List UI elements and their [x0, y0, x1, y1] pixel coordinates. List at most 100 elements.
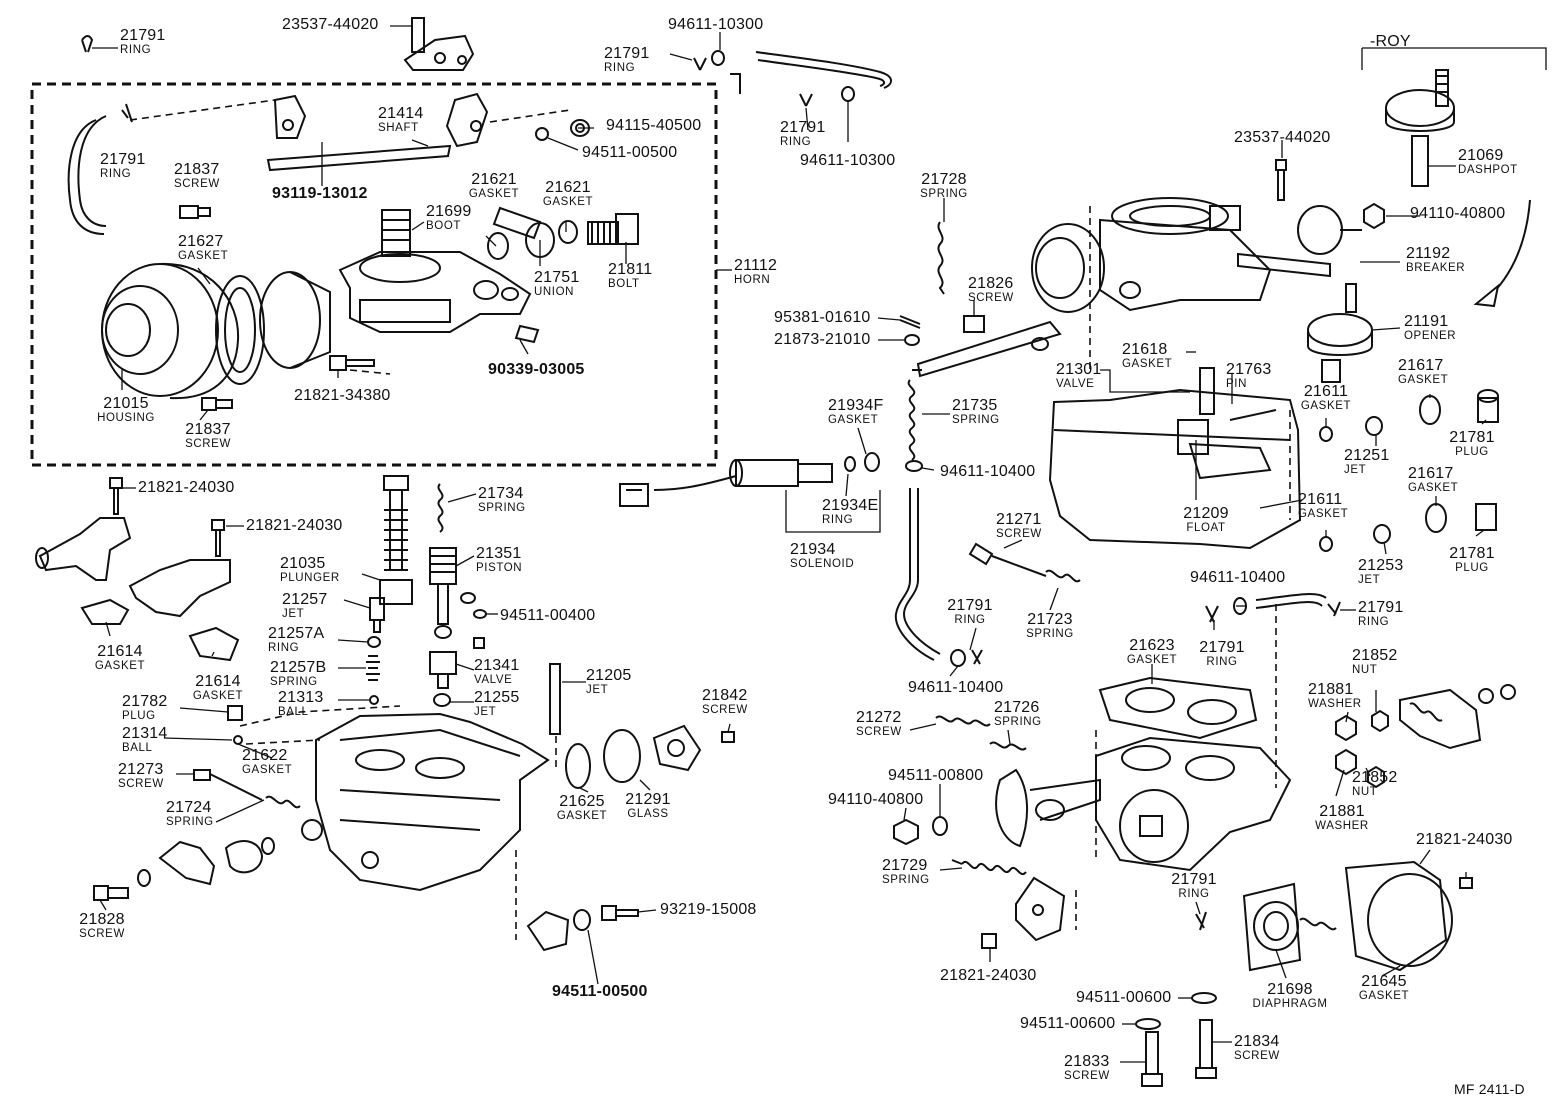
- label-94611-10300-mid: 94611-10300: [800, 152, 896, 169]
- opener-21191: [1307, 283, 1373, 383]
- solenoid-bracket: [785, 490, 881, 533]
- levers-21614: [35, 477, 240, 662]
- bracket-lower-center: [981, 876, 1066, 949]
- label-94611-10400-a: 94611-10400: [940, 463, 1036, 480]
- sight-glass-21291: [565, 724, 735, 789]
- linkage-21726: [935, 715, 1101, 848]
- label-94110-40800-top: 94110-40800: [1410, 205, 1506, 222]
- pin-90339: [514, 324, 540, 344]
- plug-21782: [227, 705, 243, 745]
- label-23537-44020-top: 23537-44020: [282, 16, 379, 33]
- arrow-roy: [1473, 199, 1531, 308]
- roy-bracket: [1361, 47, 1547, 70]
- bracket-23537-top: [403, 17, 475, 71]
- label-94511-00800: 94511-00800: [888, 767, 984, 784]
- ring-21791-top-left: [81, 35, 94, 53]
- label-90339-03005: 90339-03005: [488, 361, 585, 378]
- union-21751-and-bolt: [487, 206, 639, 260]
- dash-link-4: [239, 705, 401, 727]
- carb-upper-body: [1031, 197, 1272, 313]
- label-94511-00500-bottom: 94511-00500: [552, 983, 648, 1000]
- screw-21821-34380: [329, 355, 375, 371]
- gasket-21623: [1098, 676, 1258, 740]
- diaphragm-21698-gasket-21645: [1242, 860, 1453, 972]
- bracket-21828: [93, 837, 275, 901]
- fitting-94511-00500: [526, 905, 639, 952]
- label-94611-10400-b: 94611-10400: [1190, 569, 1286, 586]
- link-21826: [899, 315, 1062, 378]
- screw-21837-b: [201, 397, 233, 411]
- hose-94611-10300: [693, 50, 892, 94]
- label-94115-40500: 94115-40500: [606, 117, 702, 134]
- spring-21735: [905, 369, 923, 472]
- label-93119-13012: 93119-13012: [272, 185, 368, 202]
- label-94110-40800-bottom: 94110-40800: [828, 791, 924, 808]
- label-94611-10300-top: 94611-10300: [668, 16, 764, 33]
- dashpot-21069: [1385, 69, 1455, 187]
- dash-link-3: [349, 369, 391, 375]
- label-95381-01610: 95381-01610: [774, 309, 871, 326]
- solenoid-21934: [619, 452, 880, 507]
- nut-94110-40800-top: [1363, 202, 1385, 230]
- plunger-21035: [366, 475, 413, 705]
- dash-link-2: [489, 109, 571, 123]
- horn-assembly-boundary: [30, 82, 718, 467]
- label-figure-code: MF 2411-D: [1454, 1081, 1525, 1097]
- label-21821-24030-c: 21821-24030: [1416, 831, 1513, 848]
- label-94511-00600-a: 94511-00600: [1076, 989, 1172, 1006]
- lever-assembly-right: [1399, 684, 1516, 750]
- spring-21728: [937, 221, 945, 295]
- nut-94115: [535, 119, 590, 141]
- diaphragm-housing: [259, 271, 331, 369]
- label-94511-00600-b: 94511-00600: [1020, 1015, 1116, 1032]
- jet-21205: [549, 663, 561, 735]
- label-21821-34380: 21821-34380: [294, 387, 391, 404]
- piston-21351: [429, 483, 487, 707]
- housing-21015: [101, 262, 240, 400]
- label-94511-00400: 94511-00400: [500, 607, 596, 624]
- screw-21271-spring-21723: [968, 542, 1081, 583]
